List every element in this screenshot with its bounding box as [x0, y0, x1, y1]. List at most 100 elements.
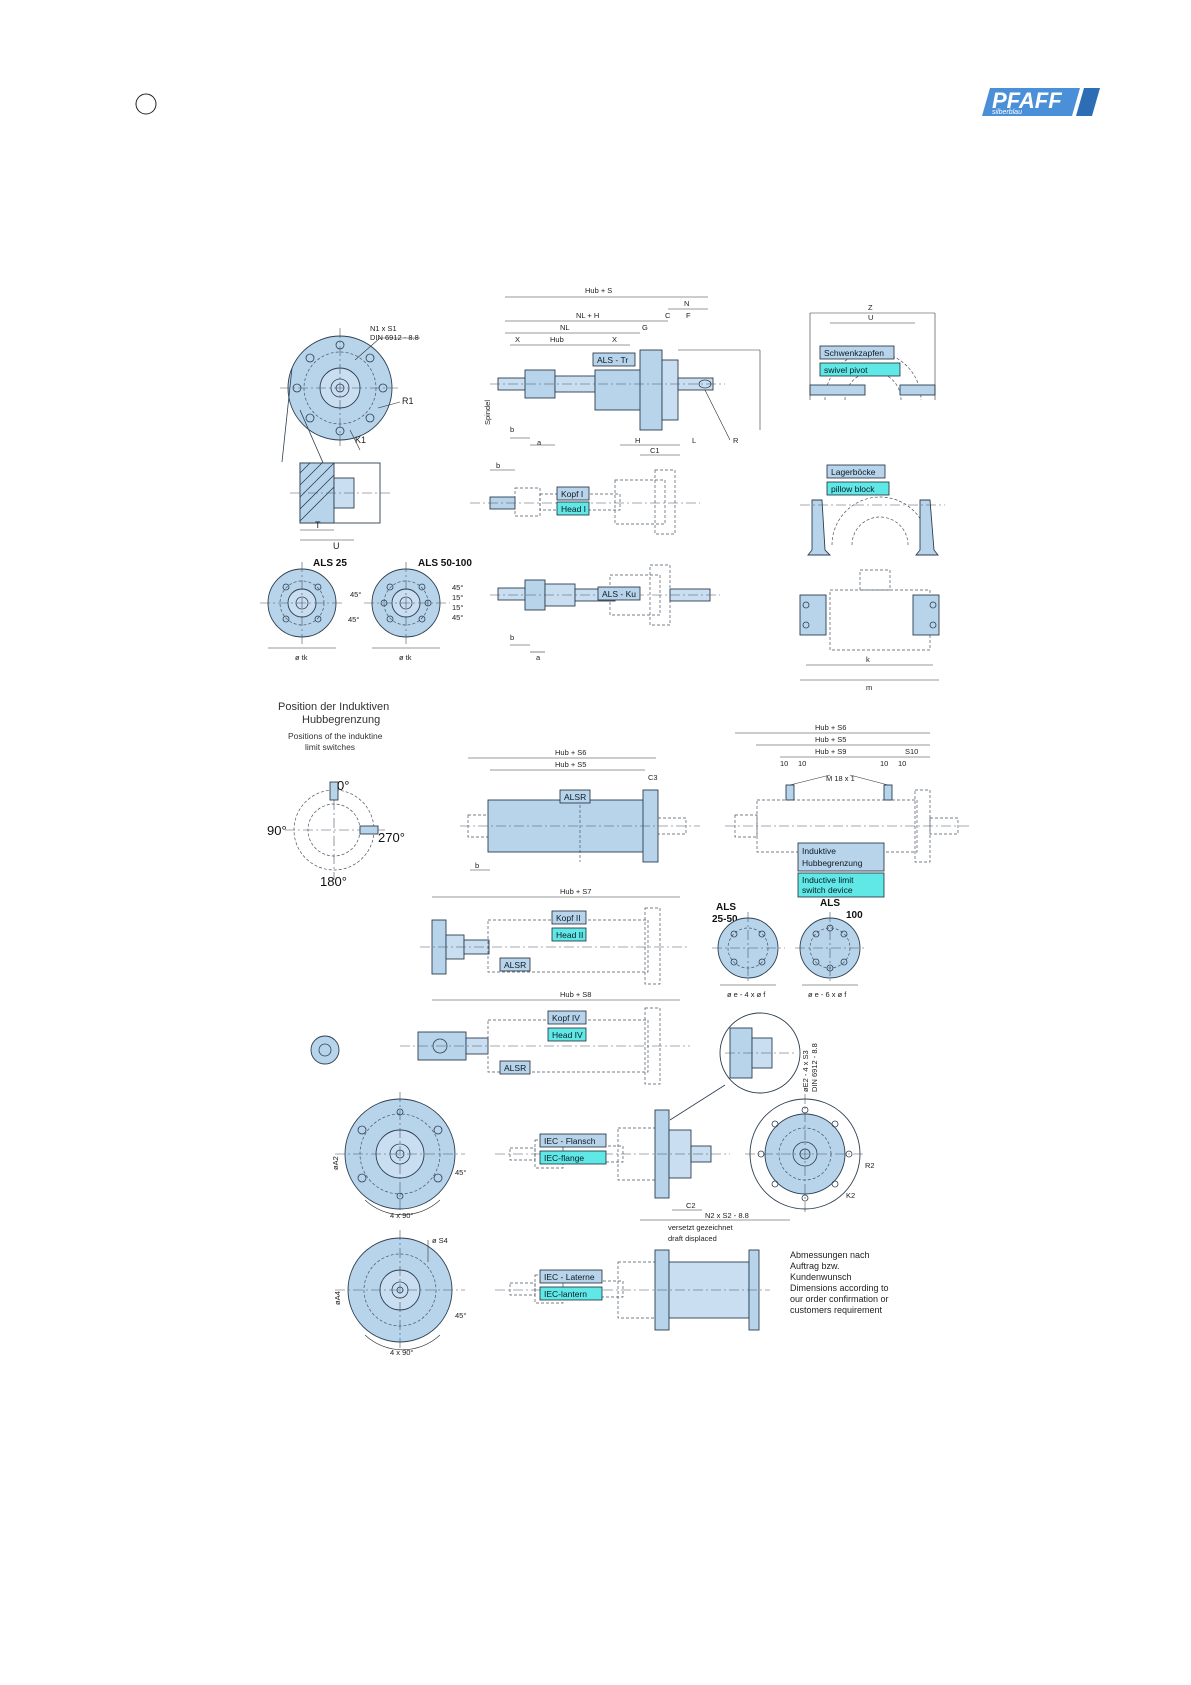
dim-hub-s: Hub + S	[585, 286, 612, 295]
logo-text: PFAFF	[992, 88, 1062, 113]
tag-alsr-c-box	[499, 1060, 531, 1075]
versetzt: versetzt gezeichnet	[668, 1223, 734, 1232]
dim-hub-s7: Hub + S7	[560, 887, 591, 896]
tag-kopf4-box	[547, 1010, 587, 1025]
note-6: customers requirement	[790, 1305, 883, 1315]
alsr-view: Hub + S6 Hub + S5 C3 ALSR b	[460, 748, 700, 871]
dim-10-d: 10	[898, 759, 906, 768]
dim-10-a: 10	[780, 759, 788, 768]
tag-iec-lantern-box	[539, 1286, 603, 1301]
tag-schwenk: Schwenkzapfen	[824, 348, 884, 358]
tag-pillow-box	[826, 481, 890, 496]
dim-f: F	[686, 311, 691, 320]
tag-alsr-a-box	[559, 789, 591, 804]
dim-z: Z	[868, 303, 873, 312]
als50-100-label: ALS 50-100	[418, 558, 472, 569]
deg-270: 270°	[378, 830, 405, 845]
e2-din: DIN 6912 - 8.8	[810, 1043, 819, 1092]
flange-note-1: N1 x S1	[370, 324, 397, 333]
label-r1: R1	[402, 396, 414, 406]
pfaff-logo: PFAFF silberblau	[982, 88, 1100, 116]
dia-e4: ø e - 4 x ø f	[727, 990, 766, 999]
tag-als-ku-box	[597, 586, 641, 601]
label-t: T	[315, 520, 321, 530]
actuator-kopf2: Hub + S7 Kopf II Head II ALSR	[420, 887, 690, 985]
deg4x90-a: 4 x 90°	[390, 1211, 413, 1220]
flange-front-view: N1 x S1 DIN 6912 - 8.8 R1 K1	[280, 324, 420, 521]
dim-k: k	[866, 655, 870, 664]
dim-hub-s5-a: Hub + S5	[555, 760, 586, 769]
dim-a-ku: a	[536, 653, 541, 662]
dim-spindel: Spindel	[483, 400, 492, 425]
tag-iec-flange-box	[539, 1150, 607, 1165]
tag-inductive-2: switch device	[802, 885, 853, 895]
tag-iec-laterne: IEC - Laterne	[544, 1272, 595, 1282]
pos-sub-1: Positions of the induktine	[288, 731, 383, 741]
tag-induktive-1: Induktive	[802, 846, 836, 856]
inductive-position-diagram: Position der Induktiven Hubbegrenzung Po…	[267, 701, 405, 889]
dim-c: C	[665, 311, 671, 320]
tag-als-tr: ALS - Tr	[597, 355, 628, 365]
tag-alsr-b: ALSR	[504, 960, 526, 970]
angle-45-c: 45°	[452, 583, 463, 592]
deg-0: 0°	[337, 778, 349, 793]
tag-head2-box	[551, 927, 587, 942]
dia-tk-left: ø tk	[295, 653, 308, 662]
language-marker-circle	[135, 93, 157, 115]
dim-h: H	[635, 436, 640, 445]
tag-kopf2-box	[551, 910, 587, 925]
dim-10-c: 10	[880, 759, 888, 768]
dim-b-alsr: b	[475, 861, 479, 870]
angle-15-a: 15°	[452, 593, 463, 602]
dim-c3: C3	[648, 773, 658, 782]
actuator-kopf1: b Kopf I Head I	[470, 461, 700, 535]
dim-hub-s6-b: Hub + S6	[815, 723, 846, 732]
dim-b-kopf1: b	[496, 461, 500, 470]
tag-induktive-box	[797, 842, 885, 872]
iec-flange-side-view: IEC - Flansch IEC-flange C2 N2 x S2 - 8.…	[495, 1109, 790, 1243]
tag-head4: Head IV	[552, 1030, 583, 1040]
tag-inductive-1: Inductive limit	[802, 875, 854, 885]
swivel-pivot-view: Z U Schwenkzapfen swivel pivot	[809, 303, 936, 401]
actuator-kopf4: Hub + S8 Kopf IV Head IV ALSR	[310, 990, 690, 1085]
tag-iec-laterne-box	[539, 1269, 603, 1284]
iec-lantern-side-view: IEC - Laterne IEC-lantern	[495, 1249, 770, 1331]
dim-b: b	[510, 425, 514, 434]
dim-c2: C2	[686, 1201, 696, 1210]
deg-90: 90°	[267, 823, 287, 838]
dim-c1: C1	[650, 446, 660, 455]
dim-hub-s9: Hub + S9	[815, 747, 846, 756]
dim-r2: R2	[865, 1161, 875, 1170]
angle-45-f: 45°	[455, 1311, 466, 1320]
detail-thread-view: øE2 - 4 x S3 DIN 6912 - 8.8	[669, 1012, 819, 1121]
als-100-flange: ALS 100 ø e - 6 x ø f	[795, 898, 866, 999]
dim-g: G	[642, 323, 648, 332]
angle-45-e: 45°	[455, 1168, 466, 1177]
tag-iec-lantern: IEC-lantern	[544, 1289, 587, 1299]
angle-45-b: 45°	[348, 615, 359, 624]
pos-title-1: Position der Induktiven	[278, 701, 389, 713]
dim-k2: K2	[846, 1191, 855, 1200]
tag-head1: Head I	[561, 504, 586, 514]
dim-u2: U	[868, 313, 873, 322]
tag-als-ku: ALS - Ku	[602, 589, 636, 599]
dim-x-right: X	[612, 335, 617, 344]
dim-l: L	[692, 436, 696, 445]
pillow-block-top-view: k m	[799, 569, 940, 692]
als25-label: ALS 25	[313, 558, 347, 569]
dia-tk-right: ø tk	[399, 653, 412, 662]
iec-lantern-front-view: ø S4 øA4 4 x 90° 45°	[333, 1230, 466, 1357]
angle-15-b: 15°	[452, 603, 463, 612]
note-1: Abmessungen nach	[790, 1250, 870, 1260]
tag-iec-flansch-box	[539, 1133, 607, 1148]
note-2: Auftrag bzw.	[790, 1261, 840, 1271]
tag-als-tr-box	[592, 352, 636, 367]
deg4x90-b: 4 x 90°	[390, 1348, 413, 1357]
tag-pillow: pillow block	[831, 484, 875, 494]
pos-sub-2: limit switches	[305, 742, 355, 752]
note-5: our order confirmation or	[790, 1294, 889, 1304]
tag-lagerbocke-box	[826, 464, 886, 479]
dim-hub: Hub	[550, 335, 564, 344]
dim-b-ku: b	[510, 633, 514, 642]
